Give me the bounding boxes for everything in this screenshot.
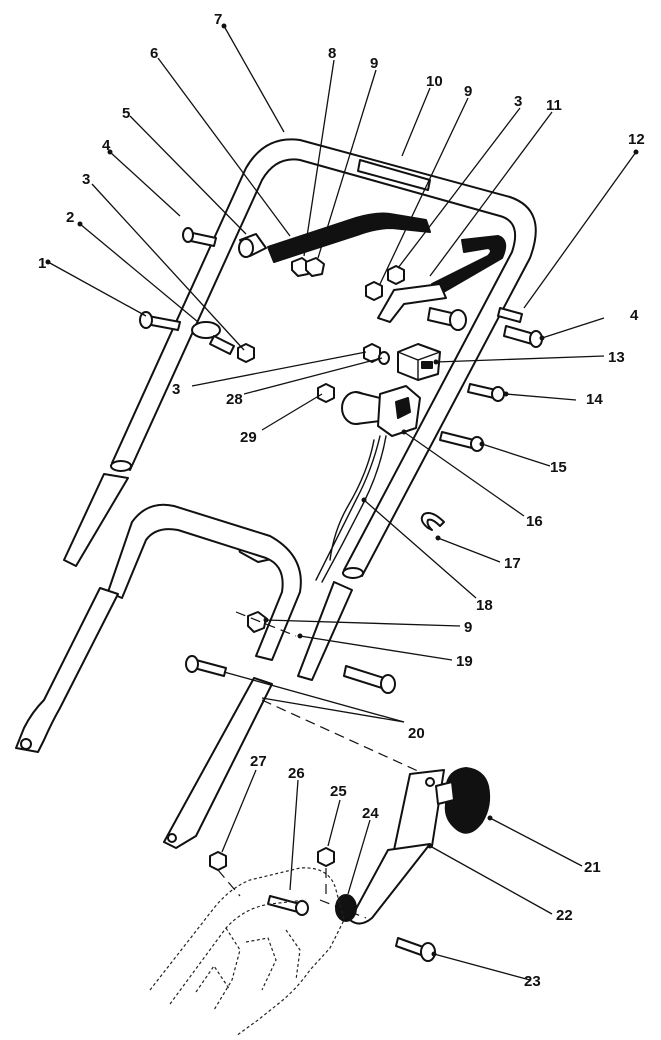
- cable-clip: [420, 512, 445, 531]
- callout-28: 28: [226, 391, 243, 408]
- callout-10: 10: [426, 73, 443, 90]
- bolt-12: [497, 307, 523, 323]
- callout-25: 25: [330, 783, 347, 800]
- handle-grip: [357, 159, 431, 191]
- right-handle-joint: [297, 581, 353, 681]
- height-bracket-lower: [349, 843, 431, 925]
- callout-24: 24: [362, 805, 379, 822]
- callout-6: 6: [150, 45, 158, 62]
- bolt-15: [439, 431, 475, 449]
- callout-22: 22: [556, 907, 573, 924]
- bolt-26-head: [295, 900, 309, 916]
- height-bracket: [393, 769, 445, 851]
- callout-23: 23: [524, 973, 541, 990]
- throttle-cable-c: [329, 439, 375, 561]
- drive-control-bar: [431, 235, 507, 295]
- mower-deck-outline: [149, 867, 345, 1037]
- adjust-knob: [444, 767, 491, 834]
- throttle-cable-a: [315, 435, 381, 581]
- mower-deck-outline-inner: [169, 899, 307, 1011]
- callout-13: 13: [608, 349, 625, 366]
- nut-9-upper: [305, 257, 325, 277]
- control-bracket: [377, 283, 447, 323]
- bolt-1-head: [139, 311, 153, 329]
- explode-axis-26: [217, 869, 241, 897]
- throttle-control-detail: [395, 397, 411, 419]
- callout-14: 14: [586, 391, 603, 408]
- callout-9-top-right: 9: [464, 83, 472, 100]
- callout-9-lower: 9: [464, 619, 472, 636]
- leader-lines: [47, 25, 637, 981]
- callout-16: 16: [526, 513, 543, 530]
- upper-handle: [111, 138, 537, 577]
- callout-21: 21: [584, 859, 601, 876]
- callout-17: 17: [504, 555, 521, 572]
- callout-7: 7: [214, 11, 222, 28]
- lower-right-handle-hole: [167, 833, 177, 843]
- nut-9-lower: [247, 611, 267, 633]
- left-handle-joint: [63, 473, 129, 567]
- adjust-knob-shaft: [435, 781, 455, 805]
- callout-3-left: 3: [82, 171, 90, 188]
- callout-4-left: 4: [102, 137, 111, 154]
- shoulder-bolt-head: [449, 309, 467, 331]
- middle-handle: [107, 503, 302, 661]
- callout-3-mid: 3: [172, 381, 180, 398]
- bolt-4-left-head: [182, 227, 194, 243]
- nut-25: [317, 847, 335, 867]
- washer-28: [378, 351, 390, 365]
- upper-handle-left-end: [110, 460, 132, 472]
- bolt-14-head: [491, 386, 505, 402]
- callout-29: 29: [240, 429, 257, 446]
- switch-housing-top: [397, 351, 441, 381]
- explode-axis-23: [319, 899, 367, 919]
- height-bracket-hole: [425, 777, 435, 787]
- control-bail: [267, 212, 431, 263]
- callout-2: 2: [66, 209, 74, 226]
- callout-27: 27: [250, 753, 267, 770]
- callout-4-right: 4: [630, 307, 639, 324]
- bolt-20-head: [185, 655, 199, 673]
- nut-29: [317, 383, 335, 403]
- callout-labels: 1 2 3 4 5 6 7 8 9 10 9 3 11 12 4 13 3 28…: [38, 11, 645, 990]
- callout-9-top: 9: [370, 55, 378, 72]
- cable-guide: [191, 321, 221, 339]
- callout-18: 18: [476, 597, 493, 614]
- callout-20: 20: [408, 725, 425, 742]
- explode-axis-20: [261, 699, 421, 773]
- bolt-19-head: [380, 674, 396, 694]
- callout-19: 19: [456, 653, 473, 670]
- lower-left-handle: [15, 587, 119, 753]
- nut-9-right: [365, 281, 383, 301]
- callout-3-top: 3: [514, 93, 522, 110]
- pivot-bushing-face: [238, 238, 254, 258]
- callout-1: 1: [38, 255, 46, 272]
- nut-27: [209, 851, 227, 871]
- leader-dots: [45, 23, 639, 957]
- spring-washer: [335, 894, 357, 922]
- nut-3-right: [387, 265, 405, 285]
- lower-left-handle-hole: [20, 738, 32, 750]
- callout-5: 5: [122, 105, 130, 122]
- callout-15: 15: [550, 459, 567, 476]
- bolt-19: [343, 665, 385, 689]
- switch-slot: [421, 361, 433, 369]
- callout-8: 8: [328, 45, 336, 62]
- switch-housing: [397, 343, 441, 381]
- callout-12: 12: [628, 131, 645, 148]
- explode-axis-9: [235, 611, 297, 637]
- lower-right-handle: [163, 677, 273, 849]
- callout-11: 11: [546, 97, 562, 114]
- cable-guide-stem: [209, 335, 235, 355]
- callout-26: 26: [288, 765, 305, 782]
- upper-handle-right-end: [342, 567, 364, 579]
